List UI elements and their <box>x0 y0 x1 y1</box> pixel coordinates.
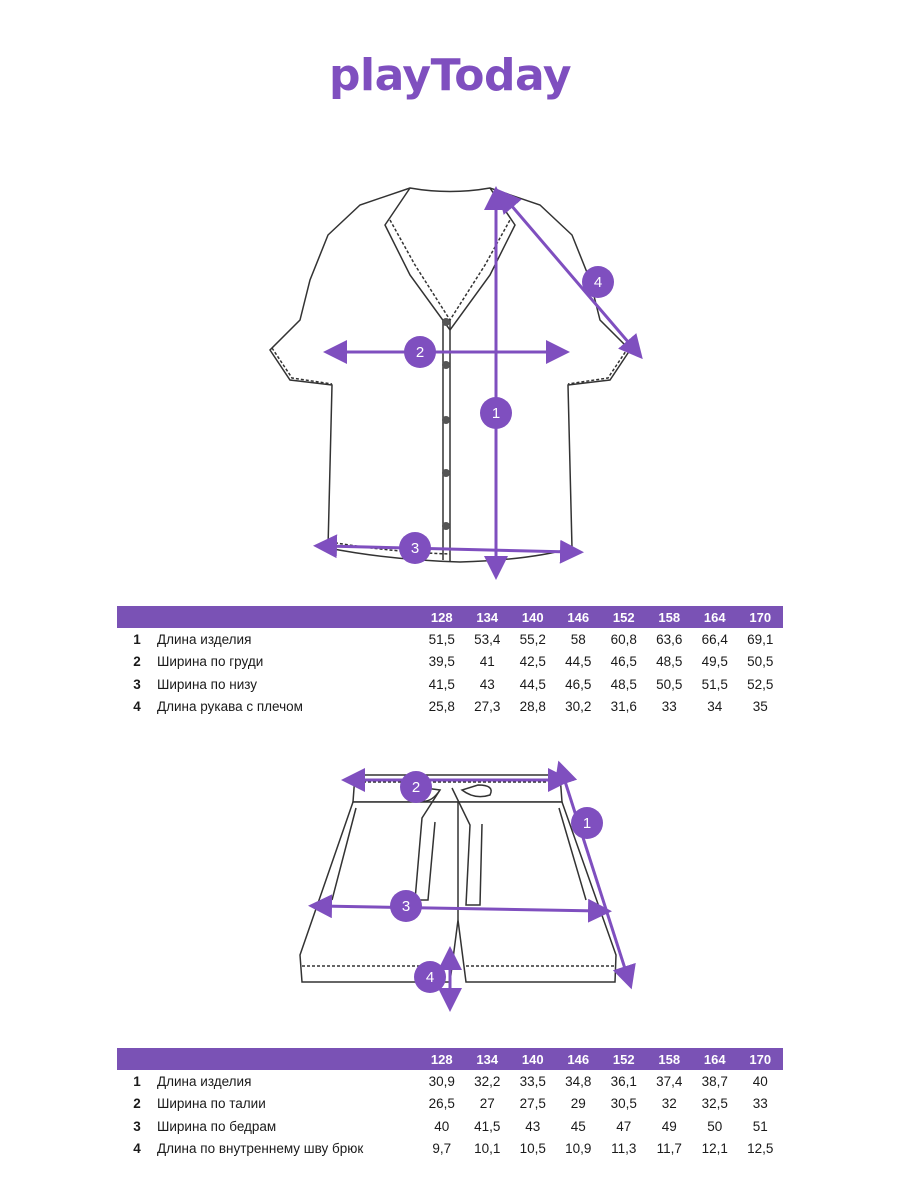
svg-text:1: 1 <box>583 815 591 832</box>
shorts-size-table: 128 134 140 146 152 158 164 170 1 Длина … <box>117 1048 783 1160</box>
callout-3: 3 <box>390 890 422 922</box>
shirt-drawing: 1 2 3 4 <box>269 186 643 580</box>
size-header-row: 128 134 140 146 152 158 164 170 <box>117 606 783 628</box>
svg-text:2: 2 <box>412 779 420 796</box>
shirt-sleeve-line <box>497 188 643 360</box>
brand-logo: playToday <box>0 50 900 101</box>
shorts-length-line <box>554 760 636 990</box>
svg-text:1: 1 <box>492 405 500 422</box>
svg-text:4: 4 <box>594 274 602 291</box>
shirt-outline <box>269 187 631 563</box>
callout-2: 2 <box>404 336 436 368</box>
size-header-row: 128 134 140 146 152 158 164 170 <box>117 1048 783 1070</box>
callout-3: 3 <box>399 532 431 564</box>
shorts-outline <box>299 774 617 983</box>
shirt-size-table: 128 134 140 146 152 158 164 170 1 Длина … <box>117 606 783 718</box>
svg-text:3: 3 <box>402 898 410 915</box>
brand-name: playToday <box>328 50 572 101</box>
callout-4: 4 <box>582 266 614 298</box>
callout-2: 2 <box>400 771 432 803</box>
shirt-hem-line <box>313 534 584 564</box>
svg-text:3: 3 <box>411 540 419 557</box>
callout-1: 1 <box>571 807 603 839</box>
callout-4: 4 <box>414 961 446 993</box>
shorts-drawing: 1 2 3 4 <box>299 760 636 1012</box>
shorts-hip-line <box>308 894 612 923</box>
svg-text:4: 4 <box>426 969 434 986</box>
svg-text:2: 2 <box>416 344 424 361</box>
callout-1: 1 <box>480 397 512 429</box>
